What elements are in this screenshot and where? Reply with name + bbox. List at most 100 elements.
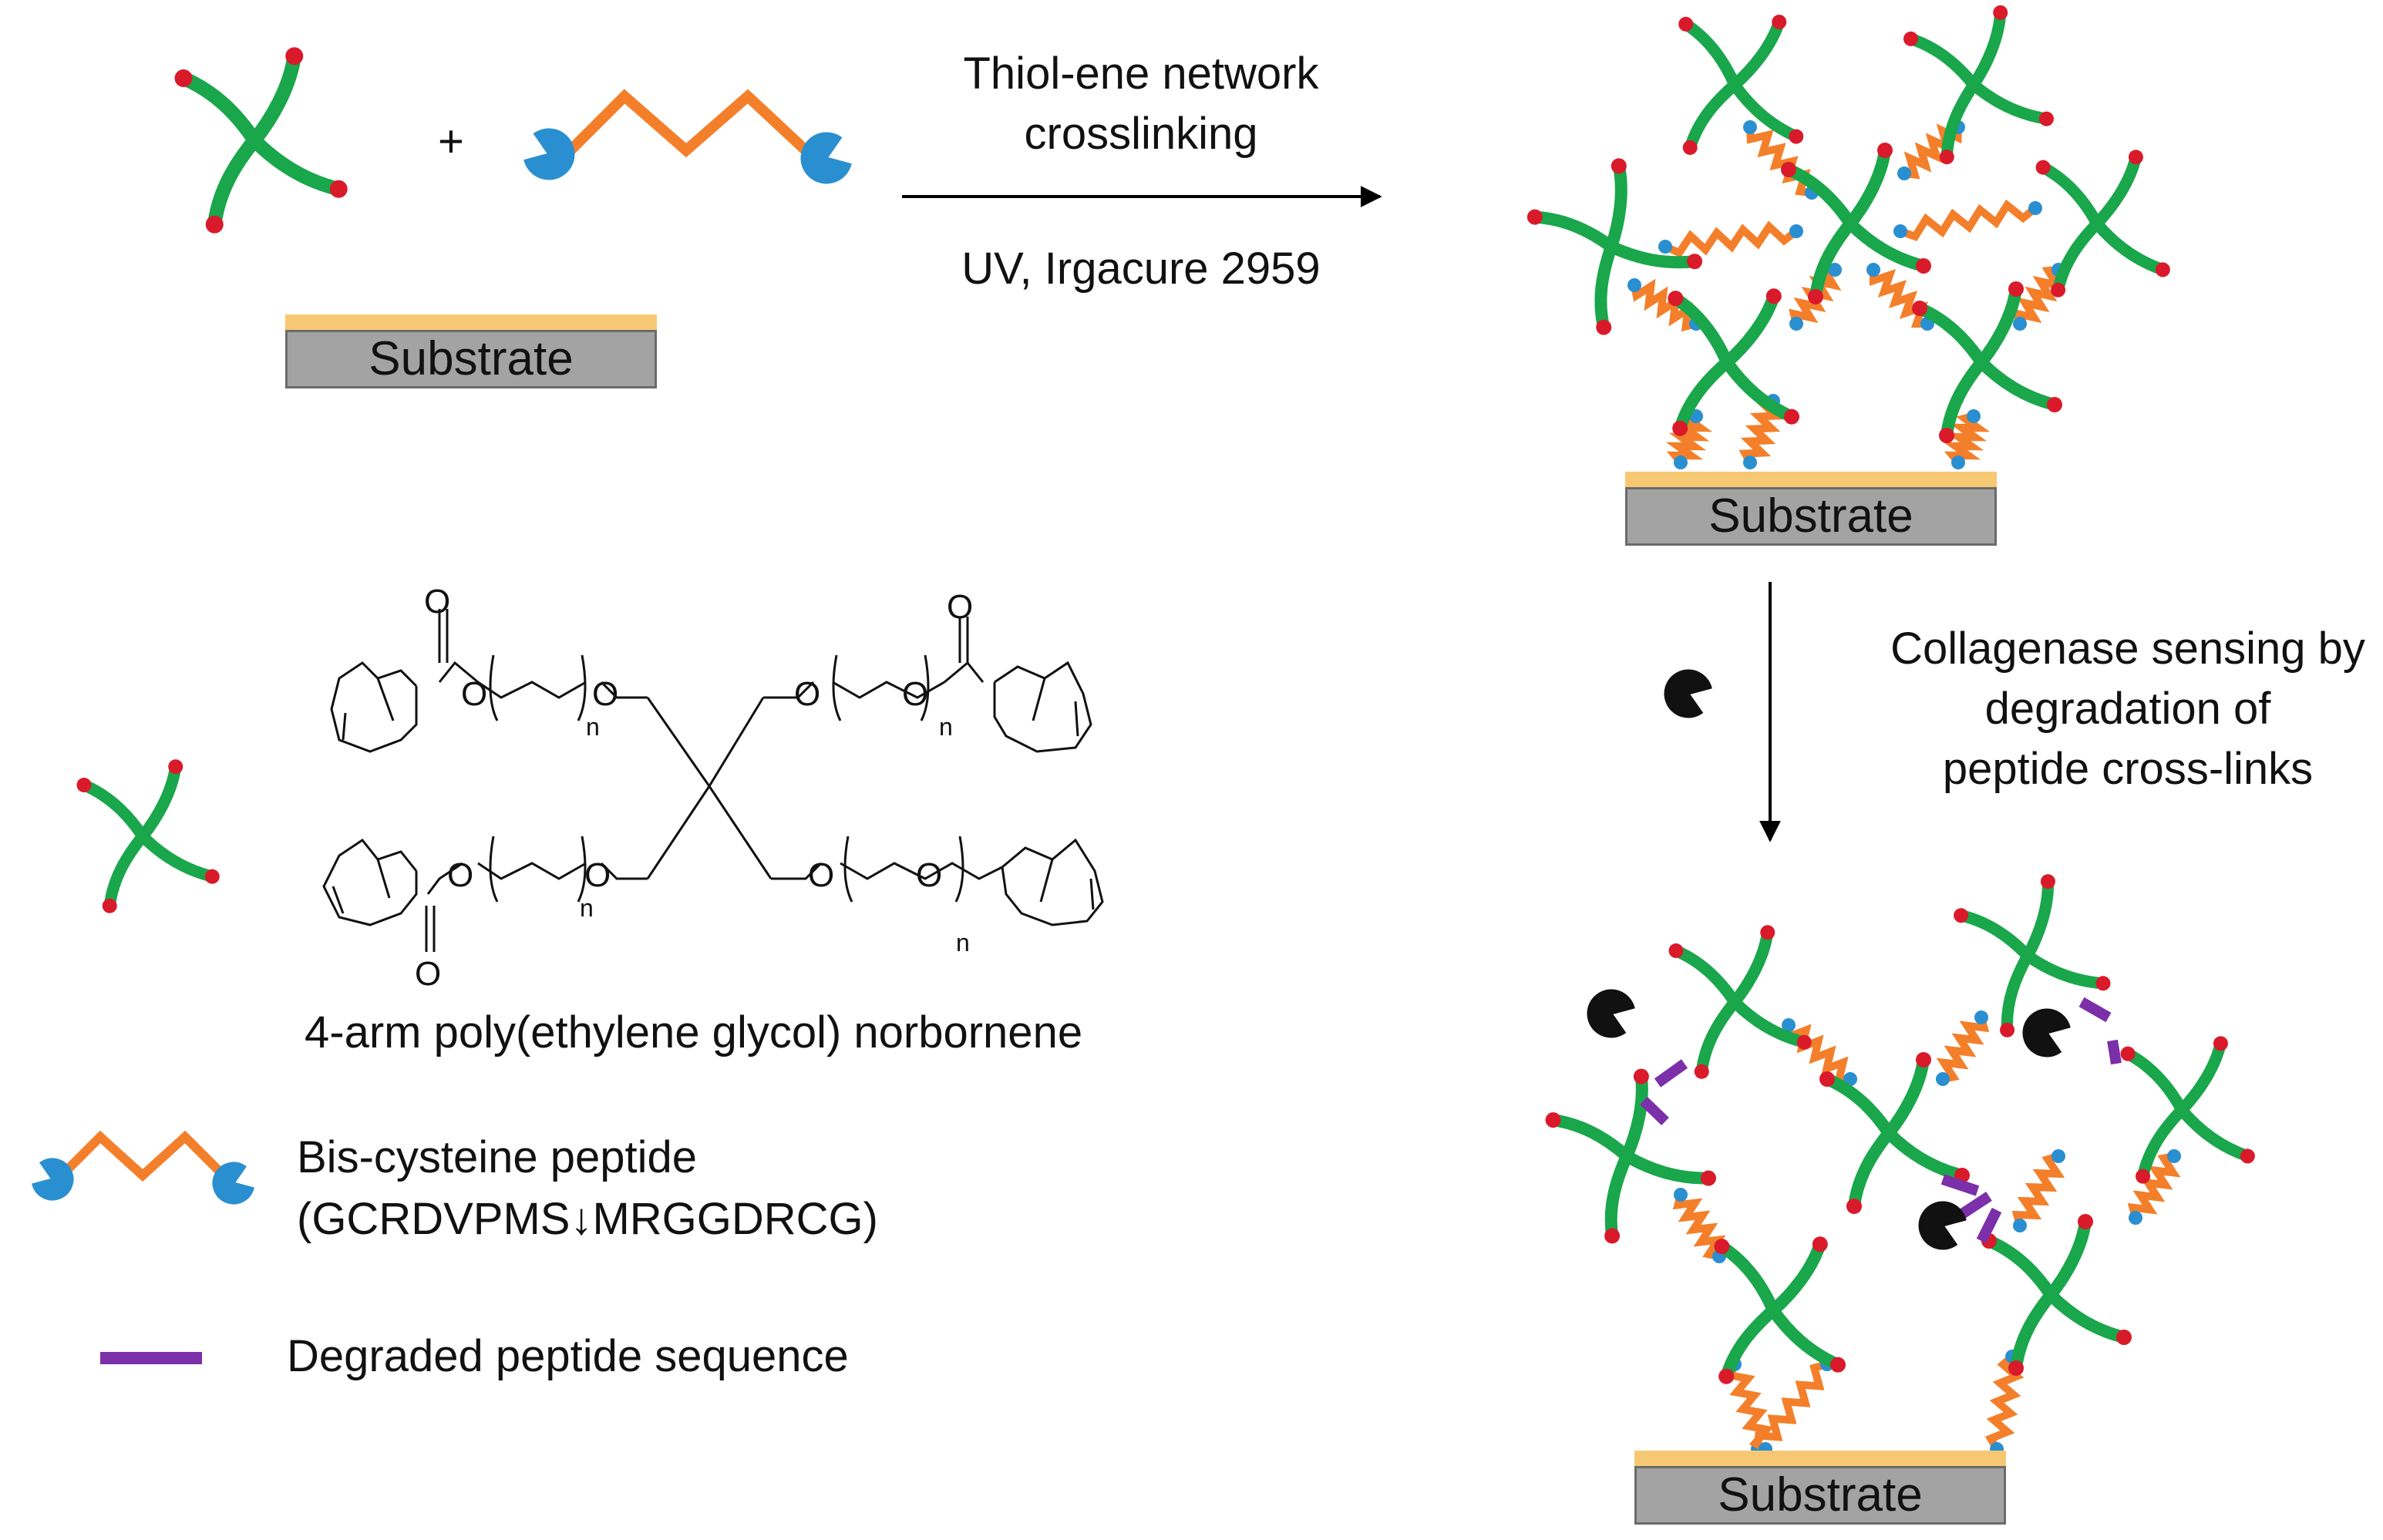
degraded-peptide-fragment xyxy=(1640,1096,1669,1126)
plus-sign: + xyxy=(438,116,464,166)
degraded-network xyxy=(1545,874,2255,1456)
pacman-enzyme-icon xyxy=(523,128,575,180)
degraded-peptide-fragment xyxy=(1959,1192,1992,1219)
substrate-bottom: Substrate xyxy=(1634,1466,2006,1525)
cysteine-node xyxy=(2167,1149,2181,1163)
atom-o-label: O xyxy=(592,675,619,713)
peptide-crosslink xyxy=(1899,199,2038,241)
peptide-crosslink xyxy=(2127,1152,2181,1219)
peg-star-icon xyxy=(2035,150,2170,298)
peptide-crosslink xyxy=(1665,412,1713,466)
peptide-crosslink xyxy=(1663,220,1799,258)
cysteine-node xyxy=(1782,1018,1796,1032)
cysteine-node xyxy=(2051,1149,2065,1163)
cysteine-node xyxy=(2013,317,2027,331)
peg-star-icon xyxy=(1668,288,1800,436)
crosslinked-network xyxy=(1526,5,2170,469)
atom-o-label: O xyxy=(584,856,611,894)
peg-star-icon xyxy=(2120,1036,2255,1184)
peptide-crosslink xyxy=(1785,1024,1851,1084)
peptide-crosslink xyxy=(1936,1016,1990,1083)
peg-norbornene-name: 4-arm poly(ethylene glycol) norbornene xyxy=(305,1007,1083,1057)
peptide-molecules xyxy=(32,89,852,1205)
degraded-peptide-fragment xyxy=(1654,1059,1688,1088)
cysteine-node xyxy=(2129,1211,2142,1225)
atom-o-label: O xyxy=(902,675,929,713)
peptide-crosslink xyxy=(1725,1363,1774,1453)
peg-star-icon xyxy=(1981,1214,2132,1376)
cysteine-node xyxy=(1789,224,1803,238)
reaction-condition-top-2: crosslinking xyxy=(1024,109,1258,159)
substrate-label: Substrate xyxy=(369,332,574,385)
atom-o-label: O xyxy=(415,955,442,993)
sensing-caption-2: degradation of xyxy=(1984,684,2271,734)
pacman-enzyme-icon xyxy=(212,1162,254,1205)
degraded-peptide-fragment xyxy=(1940,1174,1980,1196)
pacman-enzyme-icon xyxy=(1918,1201,1967,1250)
peg-norbornene-structure xyxy=(322,609,1104,952)
peptide-crosslink xyxy=(1754,1360,1829,1450)
substrate-left: Substrate xyxy=(285,330,657,388)
subscript-n-label: n xyxy=(586,713,600,741)
cysteine-node xyxy=(1743,120,1757,134)
peg-star-icon xyxy=(1668,925,1812,1079)
peg-star-icon xyxy=(174,47,348,234)
atom-o-label: O xyxy=(947,588,974,626)
peptide-reactant-icon xyxy=(523,89,852,184)
peg-star-icon xyxy=(1545,1068,1716,1244)
peg-star-icon xyxy=(1526,158,1703,335)
substrate-coating-bottom xyxy=(1634,1451,2006,1468)
legend-peptide-line2: (GCRDVPMS↓MRGGDRCG) xyxy=(297,1194,878,1244)
cysteine-node xyxy=(1674,1188,1688,1202)
peg-star-molecules xyxy=(76,47,348,913)
peptide-crosslink xyxy=(2012,266,2065,325)
atom-o-label: O xyxy=(424,583,451,620)
cysteine-node xyxy=(1866,263,1880,277)
peptide-crosslink xyxy=(1672,1193,1726,1260)
atom-o-label: O xyxy=(794,675,821,713)
legend-peptide-line1: Bis-cysteine peptide xyxy=(297,1132,698,1182)
peg-star-icon xyxy=(1912,281,2062,443)
pacman-enzyme-icon xyxy=(1587,989,1635,1038)
degraded-peptide-fragment xyxy=(2078,997,2112,1023)
peg-star-icon xyxy=(1781,143,1931,304)
peptide-crosslink xyxy=(1943,412,1991,466)
peptide-crosslink xyxy=(2011,1152,2065,1227)
cysteine-node xyxy=(1951,456,1965,469)
atom-o-label: O xyxy=(461,675,488,713)
pacman-enzyme-icon xyxy=(2022,1008,2071,1057)
cysteine-node xyxy=(1789,317,1803,331)
cysteine-node xyxy=(1897,166,1911,180)
legend-degraded: Degraded peptide sequence xyxy=(287,1331,849,1381)
cysteine-node xyxy=(1658,240,1672,254)
substrate-label: Substrate xyxy=(1708,489,1913,543)
atom-o-label: O xyxy=(447,856,474,894)
cysteine-node xyxy=(2028,201,2042,215)
peg-star-icon xyxy=(1714,1236,1846,1384)
atom-o-label: O xyxy=(808,856,835,894)
collagenase-enzymes xyxy=(1587,669,2071,1250)
sensing-caption-3: peptide cross-links xyxy=(1942,744,2314,794)
peg-star-icon xyxy=(76,759,220,913)
cysteine-node xyxy=(1674,456,1688,469)
subscript-n-label: n xyxy=(939,713,953,741)
cysteine-node xyxy=(1936,1072,1950,1086)
degraded-peptide-fragment xyxy=(1976,1207,2002,1244)
substrate-coating-left xyxy=(285,314,657,331)
cysteine-node xyxy=(1893,224,1907,238)
pacman-enzyme-icon xyxy=(1664,669,1712,718)
substrate-label: Substrate xyxy=(1718,1468,1923,1522)
atom-o-label: O xyxy=(916,856,943,894)
subscript-n-label: n xyxy=(956,929,970,957)
cysteine-node xyxy=(1828,263,1842,277)
cysteine-node xyxy=(1974,1010,1988,1024)
cysteine-node xyxy=(1743,456,1757,469)
subscript-n-label: n xyxy=(580,894,594,922)
pacman-enzyme-icon xyxy=(32,1158,74,1201)
substrate-top: Substrate xyxy=(1625,487,1997,546)
pacman-enzyme-icon xyxy=(800,132,852,184)
peptide-legend-icon xyxy=(32,1130,254,1205)
degraded-peptide-fragment xyxy=(2107,1039,2122,1065)
